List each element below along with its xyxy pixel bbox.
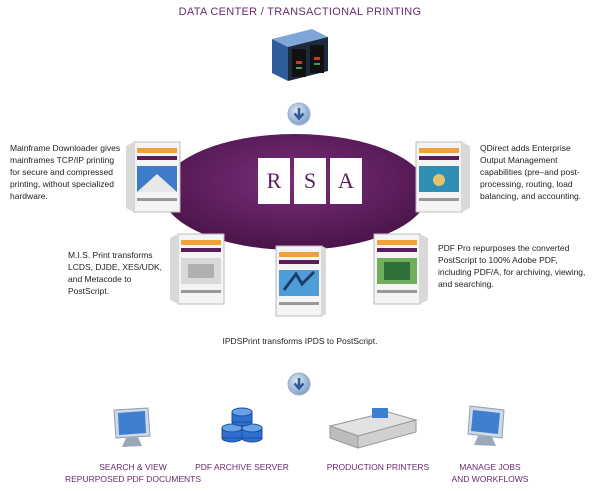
search-view-caption-line2: REPURPOSED PDF DOCUMENTS <box>64 474 201 484</box>
mainframe-downloader-box <box>124 140 182 214</box>
rsa-letter-r: R <box>258 158 290 204</box>
monitor-icon <box>108 406 156 450</box>
search-view-caption-line1: SEARCH & VIEW <box>99 462 167 472</box>
mis-print-description: M.I.S. Print transforms LCDS, DJDE, XES/… <box>68 250 162 296</box>
ipdsprint-description: IPDSPrint transforms IPDS to PostScript. <box>222 336 378 346</box>
down-arrow-icon <box>287 102 311 126</box>
qdirect-description: QDirect adds Enterprise Output Managemen… <box>480 143 582 201</box>
manage-jobs-caption-line2: AND WORKFLOWS <box>451 474 529 484</box>
mainframe-downloader-description: Mainframe Downloader gives mainframes TC… <box>10 143 121 201</box>
down-arrow-icon <box>287 372 311 396</box>
production-printer-icon <box>328 404 418 450</box>
pdf-pro-box <box>372 232 430 306</box>
database-archive-icon <box>220 402 264 450</box>
mis-print-box <box>168 232 226 306</box>
workstation-monitor-icon <box>462 404 510 450</box>
pdf-pro-description: PDF Pro repurposes the converted PostScr… <box>438 243 586 289</box>
ipdsprint-box <box>270 244 328 318</box>
production-printers-caption: PRODUCTION PRINTERS <box>326 462 430 472</box>
server-rack-icon <box>268 27 332 83</box>
search-view-caption: SEARCH & VIEW REPURPOSED PDF DOCUMENTS <box>58 461 208 485</box>
manage-jobs-caption: MANAGE JOBS AND WORKFLOWS <box>430 461 550 485</box>
manage-jobs-caption-line1: MANAGE JOBS <box>459 462 521 472</box>
rsa-letter-s: S <box>294 158 326 204</box>
pdf-archive-server-caption: PDF ARCHIVE SERVER <box>195 462 289 472</box>
rsa-letter-a: A <box>330 158 362 204</box>
page-title: DATA CENTER / TRANSACTIONAL PRINTING <box>178 6 422 18</box>
qdirect-box <box>414 140 472 214</box>
